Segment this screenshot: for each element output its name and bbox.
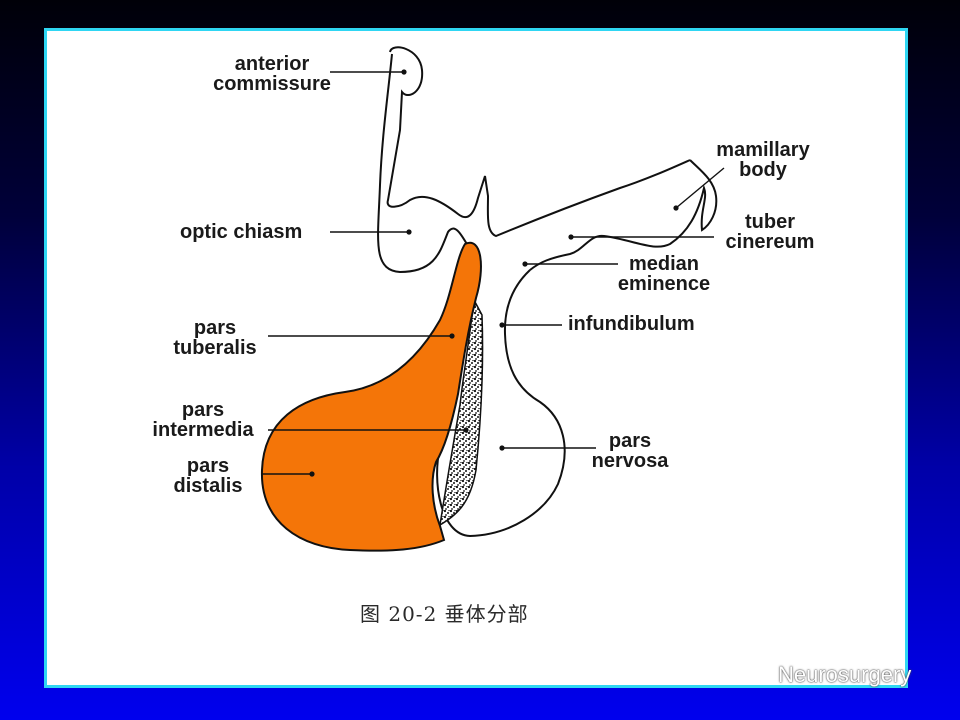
infundibulum-outline	[436, 269, 566, 538]
dot-pars-intermedia	[463, 427, 469, 433]
dot-median-eminence	[522, 261, 528, 267]
label-infundibulum: infundibulum	[568, 313, 695, 335]
optic-chiasm-outline	[377, 53, 469, 274]
dot-pars-nervosa	[499, 445, 505, 451]
figure-caption: 图 20-2 垂体分部	[360, 602, 529, 626]
dot-pars-tuberalis	[449, 333, 455, 339]
dot-anterior-commissure	[401, 69, 407, 75]
dot-pars-distalis	[309, 471, 315, 477]
dot-optic-chiasm	[406, 229, 412, 235]
brain-outline	[386, 46, 691, 238]
leader-mamillary-body	[675, 167, 725, 209]
dot-infundibulum	[499, 322, 505, 328]
watermark-text: Neurosurgery	[778, 662, 912, 687]
mamillary-outline	[529, 159, 718, 271]
wechat-icon	[739, 664, 769, 685]
label-optic-chiasm: optic chiasm	[180, 221, 303, 243]
dot-tuber-cinereum	[568, 234, 574, 240]
watermark: Neurosurgery	[738, 662, 911, 688]
dot-mamillary-body	[673, 205, 679, 211]
pars-distalis-shape	[260, 241, 482, 552]
